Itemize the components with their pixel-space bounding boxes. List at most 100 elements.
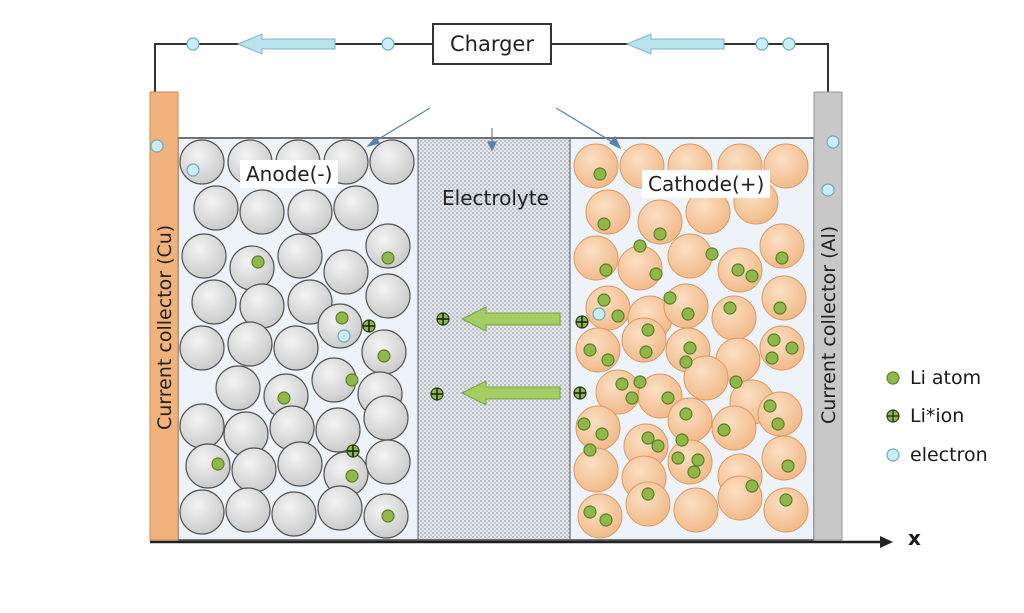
anode-particle: [191, 279, 237, 325]
cathode-particle: [667, 439, 713, 485]
anode-particle: [231, 447, 277, 493]
cathode-particle: [625, 481, 671, 527]
anode-particle: [287, 279, 333, 325]
anode-particle: [277, 233, 323, 279]
li-atom: [675, 433, 689, 447]
anode-particle: [323, 249, 369, 295]
li-atom: [615, 377, 629, 391]
li-atom: [745, 269, 759, 283]
anode-particle: [365, 273, 411, 319]
cathode-particle: [577, 493, 623, 539]
anode-particle: [179, 403, 225, 449]
li-atom: [729, 375, 743, 389]
li-atom: [625, 391, 639, 405]
anode-particle: [225, 487, 271, 533]
electron: [782, 37, 796, 51]
cathode-particle: [637, 199, 683, 245]
anode-particle: [273, 325, 319, 371]
electron: [381, 37, 395, 51]
anode-particle: [363, 395, 409, 441]
cu-collector-label: Current collector (Cu): [154, 224, 176, 430]
cathode-particle: [763, 487, 809, 533]
li-atom: [705, 247, 719, 261]
anode-particle: [229, 245, 275, 291]
anode-particle: [239, 283, 285, 329]
cathode-particle: [663, 283, 709, 329]
cathode-particle: [585, 189, 631, 235]
anode-particle: [317, 303, 363, 349]
li-atom: [653, 227, 667, 241]
anode-particle: [181, 233, 227, 279]
li-atom: [723, 301, 737, 315]
li-atom: [639, 345, 653, 359]
legend-li-atom-label: Li atom: [910, 367, 982, 389]
circuit-wire-left: [154, 43, 432, 92]
electron: [186, 37, 200, 51]
cathode-particle: [711, 405, 757, 451]
li-atom: [745, 479, 759, 493]
legend-li-ion-symbol: [886, 409, 900, 423]
charger-label: Charger: [450, 32, 534, 56]
li-atom: [211, 457, 225, 471]
cathode-particle: [585, 285, 631, 331]
legend-li-ion-label: Li*ion: [910, 405, 965, 427]
cathode-particle: [667, 397, 713, 443]
ion-migration-arrows: [460, 306, 561, 406]
li-atom: [775, 251, 789, 265]
cathode-particle: [621, 317, 667, 363]
li-atom: [641, 323, 655, 337]
li-atom: [679, 407, 693, 421]
li-atom: [601, 353, 615, 367]
li-atom: [583, 443, 597, 457]
electron: [337, 329, 351, 343]
li-atom: [335, 311, 349, 325]
li-atom: [599, 513, 613, 527]
anode-particle: [271, 491, 317, 537]
electron: [592, 307, 606, 321]
cathode-particle: [761, 275, 807, 321]
li-atom: [781, 459, 795, 473]
legend-li-atom-symbol: [886, 371, 900, 385]
li-atom: [671, 451, 685, 465]
li-ion: [430, 387, 444, 401]
li-atom: [611, 309, 625, 323]
ion-arrow-lower: [460, 380, 561, 406]
electron: [186, 163, 200, 177]
li-atom: [597, 217, 611, 231]
li-atom: [633, 239, 647, 253]
cathode-particle: [759, 223, 805, 269]
li-atom: [663, 291, 677, 305]
circuit-wire-right: [552, 43, 829, 92]
li-atom: [583, 505, 597, 519]
cathode-particle: [573, 447, 619, 493]
anode-particle: [369, 139, 415, 185]
li-atoms: [211, 167, 799, 527]
li-atom: [641, 431, 655, 445]
li-atom: [381, 251, 395, 265]
li-ions: [346, 312, 589, 458]
li-atom: [641, 487, 655, 501]
cell-electrons: [150, 135, 840, 343]
anode-particle: [179, 489, 225, 535]
anode-particle: [287, 189, 333, 235]
copper-current-collector: [149, 91, 179, 541]
li-atom: [583, 343, 597, 357]
cathode-particle: [761, 435, 807, 481]
cathode-particle: [667, 233, 713, 279]
cathode-particle: [573, 143, 619, 189]
anode-particle: [277, 441, 323, 487]
li-atom: [649, 267, 663, 281]
al-collector-label: Current collector (Al): [818, 225, 840, 424]
cathode-particle: [763, 143, 809, 189]
electron: [826, 135, 840, 149]
li-atom: [773, 301, 787, 315]
electron: [150, 139, 164, 153]
cathode-label: Cathode(+): [642, 170, 771, 198]
anode-particle: [315, 407, 361, 453]
anode-particle: [227, 321, 273, 367]
x-axis-arrowhead: [880, 536, 893, 548]
legend-electron-symbol: [886, 448, 900, 462]
anode-particles: [179, 139, 415, 539]
li-atom: [277, 391, 291, 405]
